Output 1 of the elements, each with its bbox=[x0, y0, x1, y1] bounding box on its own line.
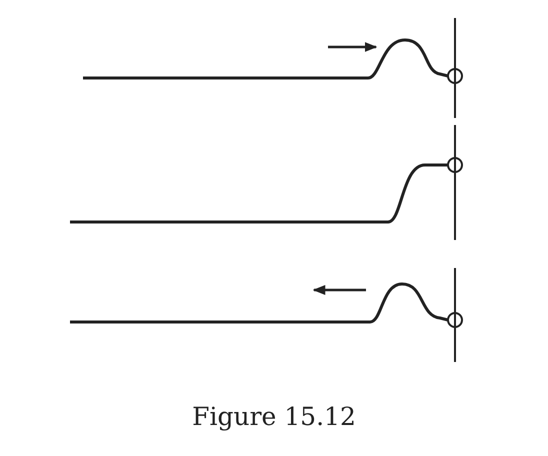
figure-caption: Figure 15.12 bbox=[192, 402, 356, 431]
